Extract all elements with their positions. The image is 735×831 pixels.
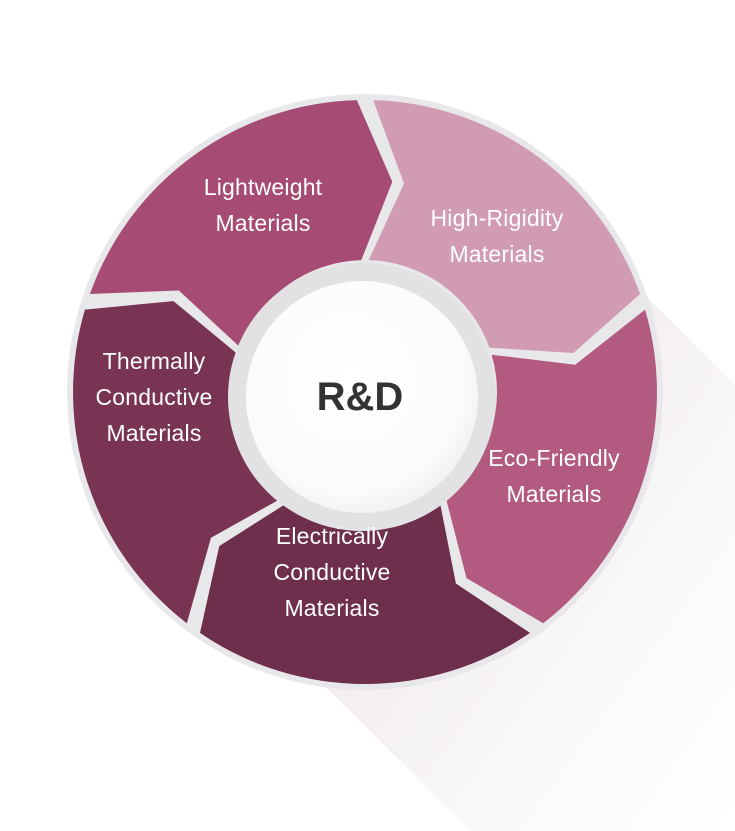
segment-high-rigidity	[368, 100, 641, 353]
segment-lightweight	[89, 100, 393, 348]
segment-label-line: Materials	[449, 241, 544, 267]
segment-label-line: Materials	[506, 481, 601, 507]
segments-group	[73, 100, 657, 684]
segment-label-line: Thermally	[103, 348, 206, 374]
segment-label-line: Conductive	[95, 384, 212, 410]
segment-label-line: High-Rigidity	[431, 205, 564, 231]
segment-label-line: Lightweight	[204, 174, 323, 200]
segment-label-line: Materials	[106, 420, 201, 446]
segment-label-line: Electrically	[276, 523, 389, 549]
segment-label-line: Materials	[215, 210, 310, 236]
segment-label-line: Materials	[284, 595, 379, 621]
segment-label-line: Eco-Friendly	[488, 445, 620, 471]
segment-electrically-conductive	[200, 500, 530, 684]
center-label: R&D	[317, 375, 404, 419]
center-hub: R&D	[228, 263, 496, 531]
segment-eco-friendly	[445, 309, 657, 624]
segment-label-line: Conductive	[273, 559, 390, 585]
